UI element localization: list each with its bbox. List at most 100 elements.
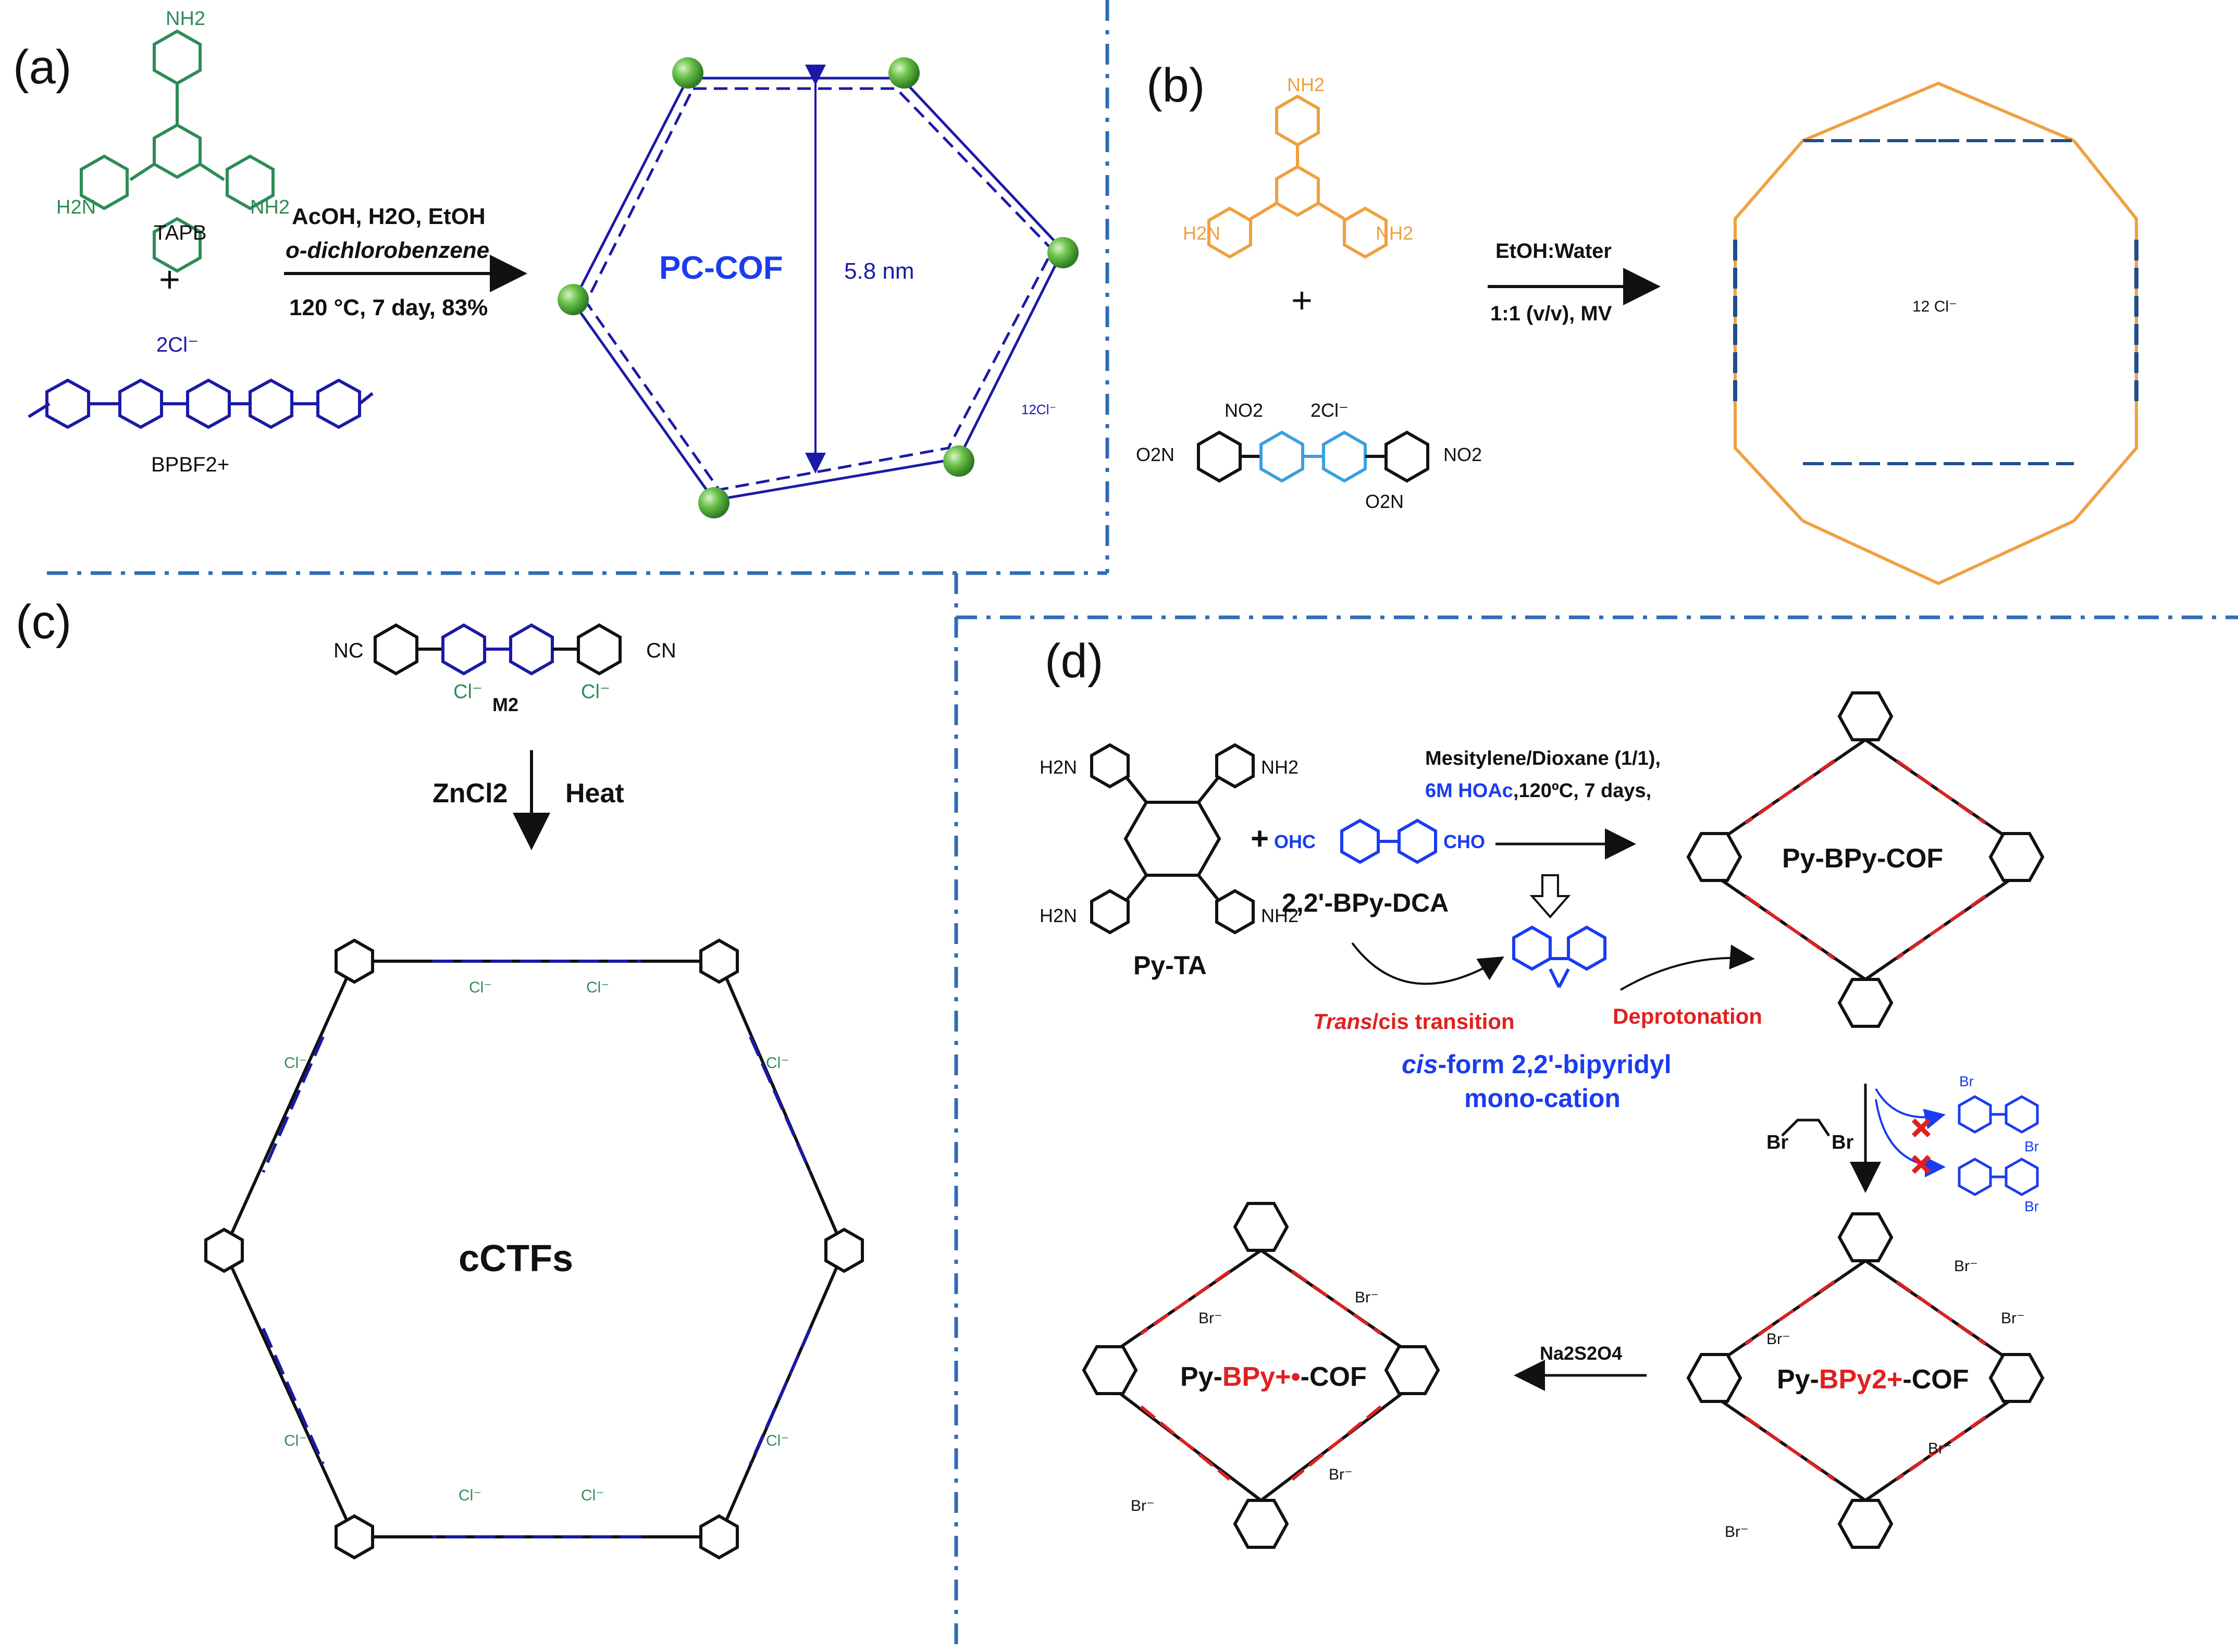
panel-b-framework-counterion: 12 Cl⁻ — [1912, 298, 1957, 315]
dibromopropane-br-right: Br — [1832, 1132, 1853, 1153]
panel-d-conditions-line2: 6M HOAc,120ºC, 7 days, — [1425, 780, 1651, 802]
pyrene-nodes-bottom-left — [1082, 1202, 1440, 1549]
py-ta-monomer — [1090, 743, 1255, 935]
dibromopropane-br-left: Br — [1766, 1132, 1788, 1153]
bromide-r2: Br⁻ — [2001, 1310, 2025, 1327]
aldehyde-right: CHO — [1443, 831, 1485, 852]
cctf-counterion-1: Cl⁻ — [469, 979, 492, 996]
cctf-counterion-3: Cl⁻ — [459, 1487, 481, 1504]
panel-a-condition-2: o-dichlorobenzene — [286, 238, 489, 263]
pyrene-nodes-top — [1686, 691, 2045, 1028]
panel-d: (d) H2N NH2 H2N NH2 Py-TA + OHC CHO 2,2'… — [1040, 635, 2045, 1549]
panel-dividers — [47, 0, 2238, 1652]
bromide-r5: Br⁻ — [1928, 1440, 1952, 1457]
panel-b-amine-monomer — [1207, 94, 1388, 259]
monocation-label-2: mono-cation — [1464, 1084, 1621, 1113]
bpbf-monomer — [28, 378, 374, 429]
node-ball — [672, 57, 703, 89]
bromide-l2: Br⁻ — [1355, 1289, 1379, 1306]
panel-a-condition-3: 120 °C, 7 day, 83% — [289, 295, 488, 320]
panel-a-condition-1: AcOH, H2O, EtOH — [292, 204, 486, 229]
node-ball — [888, 57, 920, 89]
bromide-l3: Br⁻ — [1131, 1497, 1155, 1514]
py-bpy2-cof-label: Py-BPy2+-COF — [1777, 1364, 1969, 1395]
py-bpy-radical-cof-framework — [1109, 1249, 1413, 1502]
panel-b-amine-left: H2N — [1183, 222, 1220, 244]
panel-a-label: (a) — [13, 41, 71, 94]
bpbf-label: BPBF2+ — [151, 453, 229, 476]
py-ta-label: Py-TA — [1133, 951, 1207, 980]
label-suffix: -COF — [1902, 1364, 1969, 1395]
cctf-counterion-7: Cl⁻ — [284, 1432, 307, 1449]
bpbf-counterion: 2Cl⁻ — [156, 333, 199, 356]
nitrile-right: CN — [646, 639, 676, 662]
tapb-amine-right: NH2 — [250, 196, 290, 218]
transition-arrow — [1351, 942, 1504, 985]
py-bpy-radical-cof-label: Py-BPy+•-COF — [1180, 1362, 1367, 1392]
bromide-r4: Br⁻ — [1725, 1523, 1749, 1541]
m2-counterion-left: Cl⁻ — [453, 681, 483, 703]
pyrene-nodes-bottom-right — [1686, 1212, 2045, 1549]
monocation-rest: -form 2,2'-bipyridyl — [1438, 1050, 1672, 1079]
panel-d-label: (d) — [1045, 635, 1103, 688]
reductant-label: Na2S2O4 — [1540, 1343, 1622, 1364]
tapb-amine-top: NH2 — [166, 8, 205, 30]
panel-b-condition-1: EtOH:Water — [1495, 240, 1612, 263]
monocation-italic: cis — [1402, 1050, 1438, 1079]
panel-b-counterion: 2Cl⁻ — [1310, 400, 1349, 421]
panel-c: (c) NC CN Cl⁻ M2 Cl⁻ ZnCl2 Heat — [16, 595, 864, 1560]
panel-b-amine-top: NH2 — [1287, 74, 1325, 95]
blocked-path-1 — [1875, 1088, 1946, 1129]
panel-d-conditions-line1: Mesitylene/Dioxane (1/1), — [1425, 748, 1661, 769]
label-highlight: BPy+• — [1222, 1362, 1301, 1392]
cctf-counterion-5: Cl⁻ — [284, 1054, 307, 1072]
cctf-counterion-8: Cl⁻ — [766, 1432, 789, 1449]
node-ball — [943, 445, 974, 477]
panel-b-label: (b) — [1146, 59, 1205, 112]
pc-cof-counterion: 12Cl⁻ — [1021, 402, 1056, 417]
pc-cof-nodes — [558, 57, 1079, 518]
bromide-l1: Br⁻ — [1198, 1310, 1222, 1327]
bromide-r3: Br⁻ — [1766, 1331, 1790, 1348]
py-ta-amine-tr: NH2 — [1261, 756, 1299, 778]
hollow-down-arrow — [1529, 874, 1571, 919]
cctf-counterion-4: Cl⁻ — [581, 1487, 604, 1504]
bromide-r1: Br⁻ — [1954, 1258, 1978, 1275]
panel-b-framework — [1733, 81, 2138, 586]
deprotonation-label: Deprotonation — [1613, 1004, 1762, 1028]
tapb-amine-left: H2N — [56, 196, 96, 218]
dinitrophenyl-viologen — [1197, 430, 1429, 483]
py-ta-amine-tl: H2N — [1040, 756, 1077, 778]
nitro-right: NO2 — [1443, 444, 1482, 465]
blocked-cross-icon — [1911, 1118, 1931, 1174]
pc-cof-label: PC-COF — [659, 250, 783, 286]
m2-monomer — [374, 623, 622, 676]
label-prefix: Py- — [1777, 1364, 1819, 1395]
py-bpy-cof-label: Py-BPy-COF — [1782, 843, 1943, 874]
cctf-counterion-2: Cl⁻ — [586, 979, 609, 996]
panel-a-plus: + — [159, 259, 180, 300]
transition-italic: Trans — [1313, 1009, 1373, 1034]
node-ball — [558, 284, 589, 315]
nitro-left: O2N — [1136, 444, 1174, 465]
side-products — [1958, 1095, 2039, 1196]
py-bpy2-cof-framework — [1713, 1259, 2018, 1502]
panel-b: (b) NH2 H2N NH2 + NO2 2Cl⁻ O2N NO2 O2N — [1136, 59, 2138, 586]
bpy-dca-monomer — [1340, 818, 1437, 864]
side-product-br-1: Br — [1959, 1073, 1974, 1089]
conditions-acid: 6M HOAc — [1425, 780, 1513, 802]
label-prefix: Py- — [1180, 1362, 1222, 1392]
panel-d-plus: + — [1251, 821, 1269, 856]
transition-rest: /cis transition — [1373, 1009, 1515, 1034]
tapb-label: TAPB — [154, 221, 207, 244]
panel-b-amine-right: NH2 — [1376, 222, 1413, 244]
py-ta-amine-bl: H2N — [1040, 905, 1077, 926]
cctf-label: cCTFs — [459, 1238, 573, 1280]
nitrile-left: NC — [333, 639, 364, 662]
pore-size-label: 5.8 nm — [844, 258, 914, 284]
side-product-br-3: Br — [2024, 1198, 2039, 1214]
m2-label: M2 — [492, 694, 518, 715]
py-bpy-cof-framework — [1713, 738, 2018, 981]
pc-cof-framework — [572, 77, 1065, 502]
